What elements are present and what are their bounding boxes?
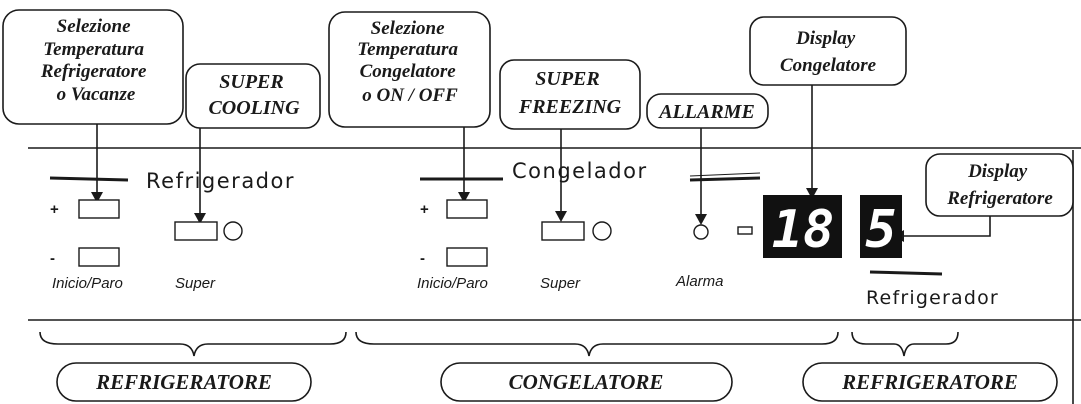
refrigerador-bottom-bar: [869, 270, 943, 276]
alarm-indicator-led: [693, 224, 709, 240]
refrig-minus-button[interactable]: [78, 247, 120, 267]
super-cooling-button[interactable]: [174, 221, 218, 241]
congelador-title-bar-right-thin: [689, 172, 761, 177]
brace-refrigeratore-right: [851, 331, 959, 357]
freezer-display-digits: 18: [772, 200, 835, 260]
refrigerador-bottom-label: Refrigerador: [866, 287, 999, 309]
section-label-refrigeratore-right: [802, 362, 1058, 402]
callout-refrig-temp-text: Selezione Temperatura Refrigeratore o Va…: [40, 16, 151, 105]
arrow-head-allarme: [695, 214, 707, 225]
section-label-refrigeratore-right-text: REFRIGERATORE: [841, 370, 1018, 394]
super-freezing-button[interactable]: [541, 221, 585, 241]
refrigerador-title-bar: [49, 176, 129, 182]
callout-display-congelatore-text: Display Congelatore: [780, 28, 877, 76]
arrow-head-super-freezing: [555, 211, 567, 222]
freezer-minus-sign: -: [420, 250, 425, 267]
alarm-dash-indicator: [737, 226, 753, 235]
callout-display-refrigeratore: [925, 153, 1074, 217]
callout-display-congelatore: [749, 16, 907, 86]
section-label-congelatore-text: CONGELATORE: [509, 370, 664, 394]
freezer-super-label: Super: [540, 275, 581, 292]
callout-allarme: [646, 93, 769, 129]
callout-freezer-temp-text: Selezione Temperatura Congelatore o ON /…: [357, 18, 462, 106]
arrow-head-super-cooling: [194, 213, 206, 224]
refrig-super-label: Super: [175, 275, 216, 292]
callout-super-cooling: [185, 63, 321, 129]
callout-super-freezing-text: SUPER FREEZING: [518, 68, 622, 118]
refrig-display: [860, 195, 902, 258]
callout-super-cooling-text: SUPER COOLING: [208, 71, 300, 119]
refrig-inicio-paro-label: Inicio/Paro: [52, 275, 123, 292]
callout-freezer-temp-select: [328, 11, 491, 128]
refrig-minus-sign: -: [50, 250, 55, 267]
arrow-head-display-congelatore: [806, 188, 818, 199]
alarma-label: Alarma: [675, 273, 724, 290]
section-label-refrigeratore-left-text: REFRIGERATORE: [95, 370, 272, 394]
freezer-minus-button[interactable]: [446, 247, 488, 267]
callout-display-refrigeratore-text: Display Refrigeratore: [946, 161, 1053, 209]
freezer-inicio-paro-label: Inicio/Paro: [417, 275, 488, 292]
congelador-title-bar-right: [689, 176, 761, 182]
super-freezing-indicator-led: [592, 221, 612, 241]
section-label-congelatore: [440, 362, 733, 402]
arrow-head-refrig-temp: [91, 192, 103, 203]
freezer-plus-sign: +: [420, 201, 429, 218]
freezer-plus-button[interactable]: [446, 199, 488, 219]
callout-refrig-temp-select: [2, 9, 184, 125]
section-label-refrigeratore-left: [56, 362, 312, 402]
arrow-line-display-refrigeratore: [904, 216, 991, 237]
brace-refrigeratore-left: [39, 331, 347, 357]
congelador-title: Congelador: [512, 159, 648, 183]
refrig-plus-sign: +: [50, 201, 59, 218]
refrig-display-digit: 5: [865, 200, 896, 260]
refrigerador-title: Refrigerador: [146, 169, 295, 193]
freezer-display: [763, 195, 842, 258]
brace-congelatore: [355, 331, 839, 357]
callout-super-freezing: [499, 59, 641, 130]
super-cooling-indicator-led: [223, 221, 243, 241]
refrig-plus-button[interactable]: [78, 199, 120, 219]
callout-allarme-text: ALLARME: [657, 101, 755, 123]
arrow-head-freezer-temp: [458, 192, 470, 203]
